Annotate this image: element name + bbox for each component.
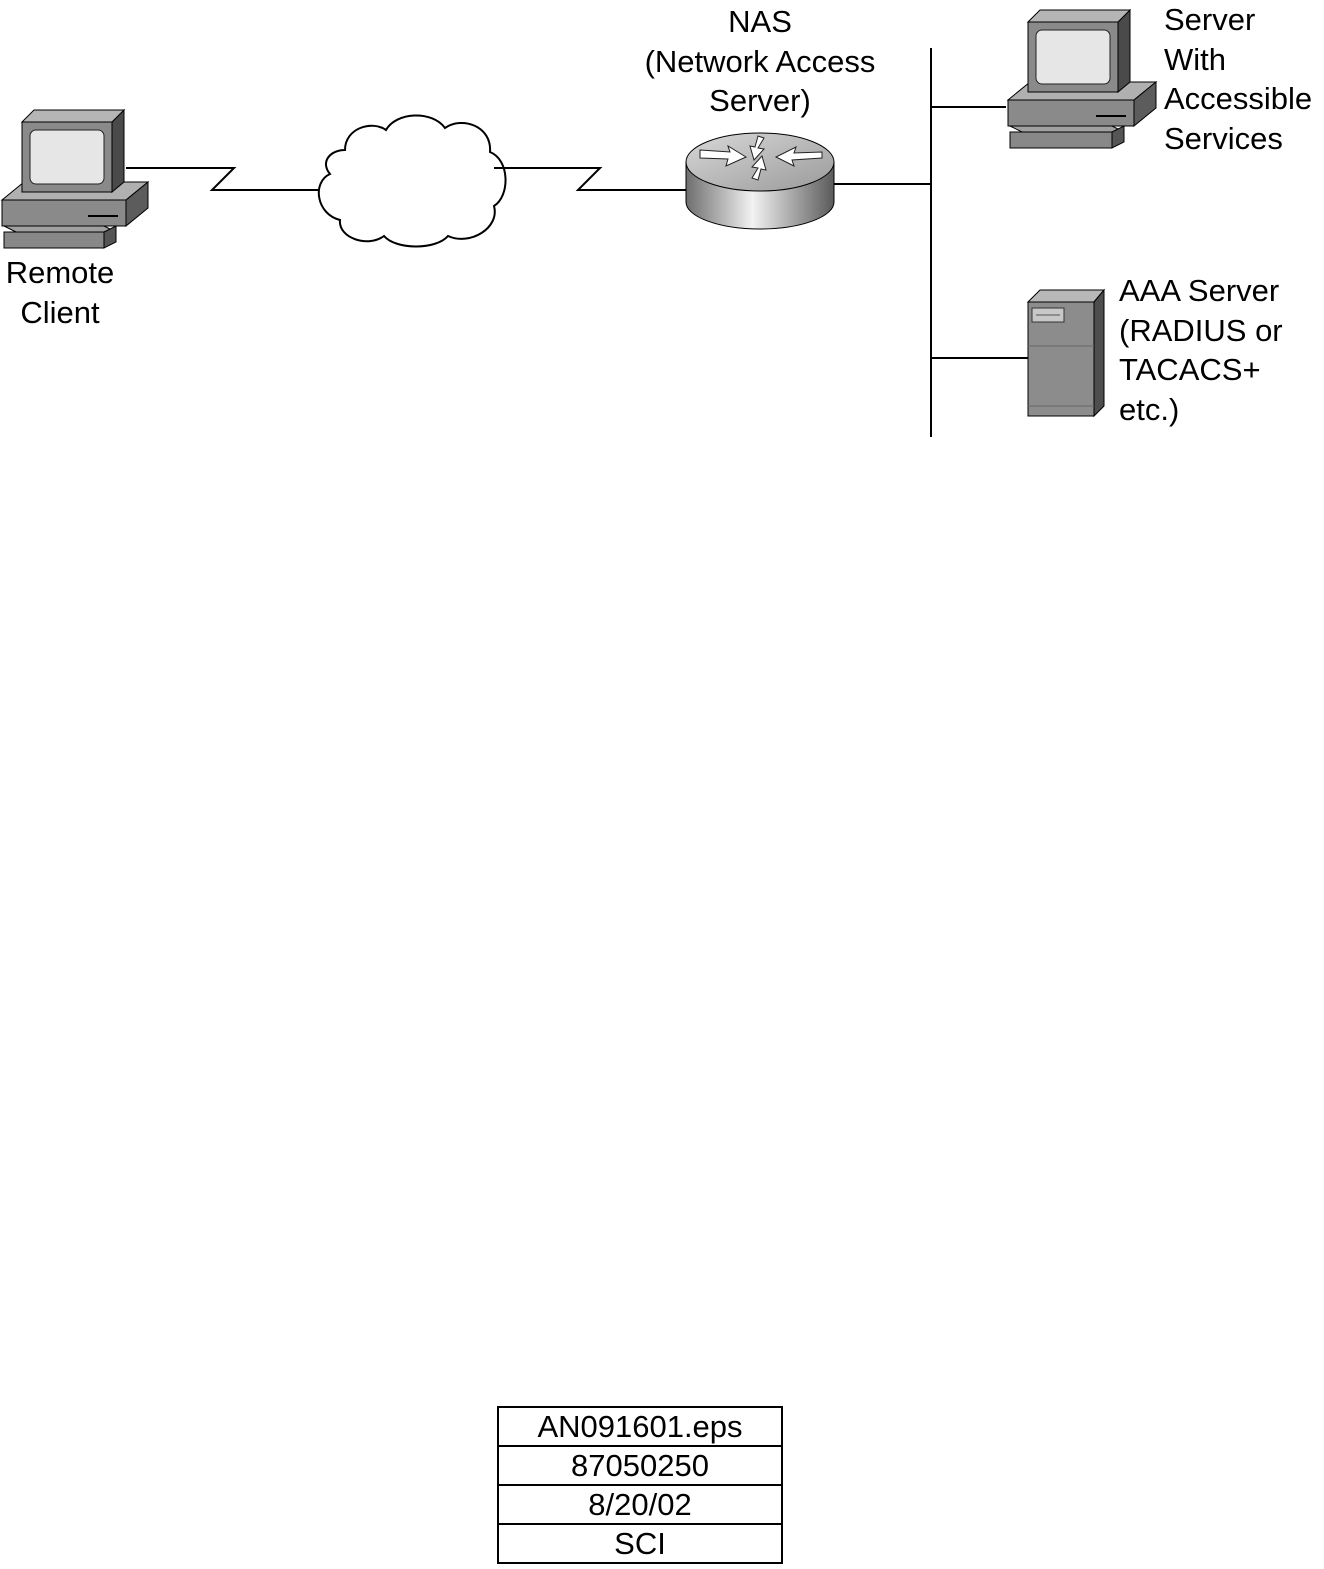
aaa-label-line-3: TACACS+ <box>1119 352 1261 387</box>
code-cell: SCI <box>497 1523 783 1564</box>
table-row: AN091601.eps <box>497 1406 783 1447</box>
remote-client-label-line-2: Client <box>20 294 100 330</box>
serial-link-cloud-nas <box>494 167 686 191</box>
filename-cell: AN091601.eps <box>497 1406 783 1447</box>
server-label-line-1: Server <box>1164 2 1256 37</box>
serial-link-client-cloud <box>126 167 318 191</box>
wan-cloud-icon <box>317 114 507 248</box>
nas-label: NAS (Network Access Server) <box>630 2 890 121</box>
aaa-label-line-2: (RADIUS or <box>1119 312 1283 348</box>
remote-client-label: Remote Client <box>0 253 120 332</box>
date-cell: 8/20/02 <box>497 1484 783 1525</box>
id-cell: 87050250 <box>497 1445 783 1486</box>
nas-label-line-2: (Network Access <box>644 43 876 79</box>
server-label-line-4: Services <box>1164 120 1283 156</box>
remote-client-icon <box>0 108 150 249</box>
server-label: Server With Accessible Services <box>1164 0 1324 158</box>
aaa-label-line-4: etc.) <box>1119 391 1180 427</box>
nas-label-line-3: Server) <box>709 83 811 118</box>
aaa-label-line-1: AAA Server <box>1119 273 1280 308</box>
server-label-line-2: With <box>1164 41 1226 77</box>
aaa-server-tower-icon <box>1026 288 1106 418</box>
table-row: 87050250 <box>497 1445 783 1486</box>
figure-metadata-table: AN091601.eps 87050250 8/20/02 SCI <box>497 1406 783 1564</box>
nas-router-icon <box>685 132 835 230</box>
aaa-server-label: AAA Server (RADIUS or TACACS+ etc.) <box>1119 271 1319 429</box>
network-diagram <box>0 8 1158 437</box>
server-workstation-icon <box>1006 8 1158 149</box>
remote-client-label-line-1: Remote <box>5 255 115 290</box>
nas-label-line-1: NAS <box>728 4 792 39</box>
table-row: 8/20/02 <box>497 1484 783 1525</box>
table-row: SCI <box>497 1523 783 1564</box>
server-label-line-3: Accessible <box>1164 81 1313 116</box>
